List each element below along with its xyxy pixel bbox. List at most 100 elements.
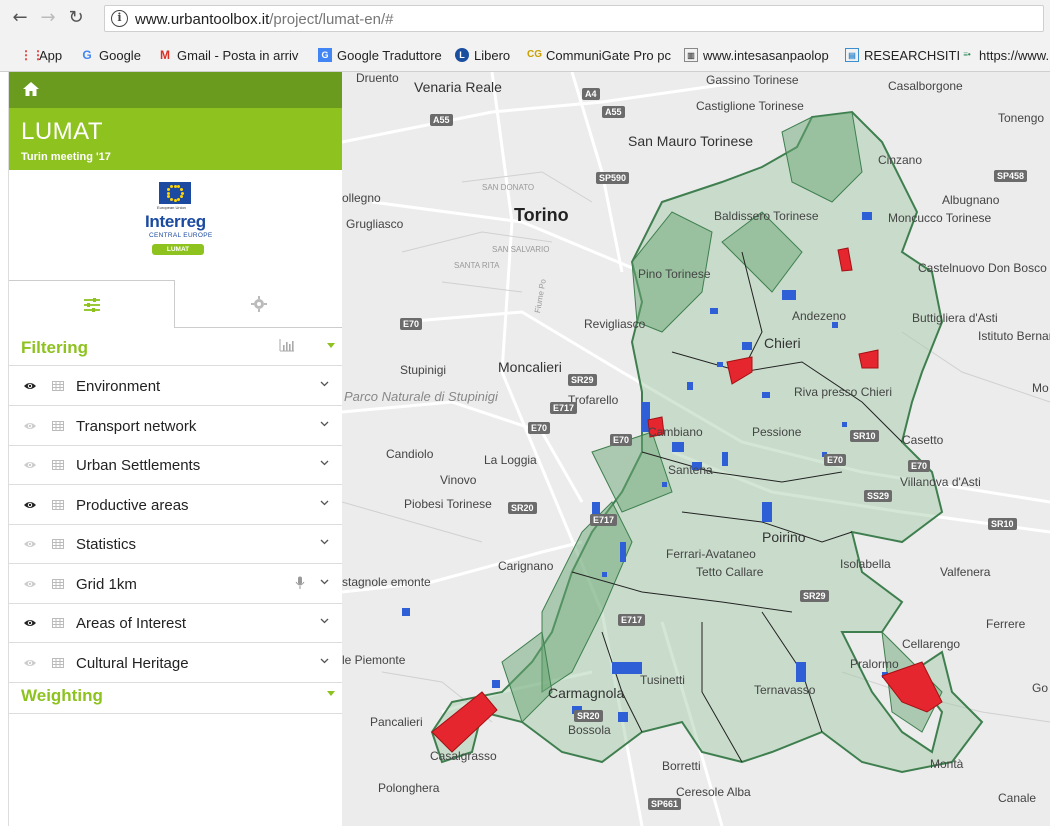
eye-icon[interactable]: [23, 500, 37, 510]
bookmark-label: www.intesasanpaolop: [703, 47, 829, 63]
road-shield: SR29: [800, 590, 829, 602]
eye-icon[interactable]: [23, 421, 37, 431]
eye-icon[interactable]: [23, 539, 37, 549]
eu-star: [173, 184, 177, 188]
map-label: Cambiano: [648, 425, 703, 439]
table-icon[interactable]: [52, 578, 64, 589]
layer-row[interactable]: Grid 1km: [9, 565, 343, 604]
map-label: Riva presso Chieri: [794, 385, 893, 399]
eye-icon[interactable]: [23, 658, 37, 668]
map-label: Istituto Bernardi Semeria: [978, 329, 1050, 343]
map-label: Buttigliera d'Asti: [912, 311, 998, 325]
map-canvas[interactable]: Druento Venaria Reale Gassino Torinese C…: [342, 72, 1050, 826]
eye-icon[interactable]: [23, 381, 37, 391]
info-icon[interactable]: i: [111, 10, 128, 27]
layer-row[interactable]: Areas of Interest: [9, 604, 343, 643]
chevron-down-icon[interactable]: [320, 579, 329, 585]
eye-icon[interactable]: [23, 460, 37, 470]
chevron-down-icon[interactable]: [320, 500, 329, 506]
map-label: Candiolo: [386, 447, 434, 461]
table-icon[interactable]: [52, 460, 64, 470]
table-icon[interactable]: [52, 420, 64, 431]
bookmark-label: https://www.: [979, 47, 1050, 63]
map-label: Villanova d'Asti: [900, 475, 981, 489]
road-shield: SR10: [850, 430, 879, 442]
map-label: San Mauro Torinese: [628, 133, 754, 149]
bookmark-label: RESEARCHSITI: [864, 47, 961, 63]
microphone-icon[interactable]: [295, 576, 305, 590]
road-shield: E717: [590, 514, 618, 526]
map-label: Vinovo: [440, 473, 477, 487]
table-icon[interactable]: [52, 539, 64, 549]
layer-label: Areas of Interest: [76, 615, 187, 632]
bookmark-researchsiti[interactable]: ▤RESEARCHSITI: [845, 46, 960, 64]
weighting-section-header[interactable]: Weighting: [9, 676, 343, 714]
layer-row[interactable]: Productive areas: [9, 486, 343, 525]
sliders-icon: [83, 297, 100, 312]
road-shield: SR10: [988, 518, 1017, 530]
reload-icon[interactable]: ↻: [68, 7, 84, 28]
communigate-icon: CG: [527, 49, 542, 60]
libero-icon: L: [455, 48, 469, 62]
filtering-section-header[interactable]: Filtering: [9, 328, 343, 366]
eye-icon[interactable]: [23, 579, 37, 589]
chevron-down-icon[interactable]: [320, 381, 329, 387]
eu-caption: European Union: [157, 205, 186, 210]
chevron-down-icon[interactable]: [320, 421, 329, 427]
productive-areas: [402, 212, 888, 722]
map-label: Bossola: [568, 723, 611, 737]
eye-icon[interactable]: [23, 618, 37, 628]
map-label: ollegno: [342, 191, 381, 205]
map-label: Cinzano: [878, 153, 923, 167]
layer-label: Statistics: [76, 536, 137, 553]
map-label: Castelnuovo Don Bosco: [918, 261, 1047, 275]
road-shield: SP458: [994, 170, 1028, 182]
map-label: SAN DONATO: [482, 183, 535, 192]
layer-row[interactable]: Transport network: [9, 407, 343, 446]
chevron-down-icon[interactable]: [320, 618, 329, 624]
map-label: Borretti: [662, 759, 701, 773]
bar-chart-icon[interactable]: [279, 338, 295, 352]
road-shield: E70: [400, 318, 423, 330]
forward-arrow-icon[interactable]: →: [40, 7, 56, 28]
home-icon[interactable]: [22, 80, 40, 98]
chevron-down-icon[interactable]: [320, 539, 329, 545]
table-icon[interactable]: [52, 499, 64, 510]
map-label: Cellarengo: [902, 637, 961, 651]
bookmark-apps[interactable]: ⋮⋮App: [20, 46, 62, 64]
layer-row[interactable]: Statistics: [9, 525, 343, 564]
layer-row[interactable]: Environment: [9, 367, 343, 406]
table-icon[interactable]: [52, 381, 64, 391]
sidebar-panel: LUMAT Turin meeting '17 European Union I…: [8, 72, 343, 826]
bookmark-intesa[interactable]: ▥www.intesasanpaolop: [684, 46, 829, 64]
map-label: SAN SALVARIO: [492, 245, 550, 254]
map-label: Santena: [668, 463, 713, 477]
chevron-down-icon[interactable]: [320, 658, 329, 664]
map-label: Canale: [998, 791, 1037, 805]
map-label: Poirino: [762, 529, 806, 545]
browser-chrome: ← → ↻ i www.urbantoolbox.it/project/luma…: [0, 0, 1050, 72]
tab-settings[interactable]: [175, 280, 343, 328]
back-arrow-icon[interactable]: ←: [12, 7, 28, 28]
map-label: Ternavasso: [754, 683, 816, 697]
bookmark-site[interactable]: ≡•https://www.: [960, 46, 1049, 64]
table-icon[interactable]: [52, 657, 64, 668]
table-icon[interactable]: [52, 618, 64, 628]
map-label: Tusinetti: [640, 673, 685, 687]
bookmark-label: Google: [99, 47, 141, 63]
app-title-bar: LUMAT Turin meeting '17: [9, 108, 343, 170]
map-label: Pessione: [752, 425, 802, 439]
chevron-down-icon[interactable]: [320, 460, 329, 466]
layer-row[interactable]: Cultural Heritage: [9, 644, 343, 683]
map-label: Castiglione Torinese: [696, 99, 804, 113]
map-label: Tonengo: [998, 111, 1045, 125]
road-shield: E70: [824, 454, 847, 466]
address-bar[interactable]: i www.urbantoolbox.it/project/lumat-en/#: [104, 5, 1044, 32]
layer-row[interactable]: Urban Settlements: [9, 446, 343, 485]
tab-filters[interactable]: [9, 280, 175, 328]
